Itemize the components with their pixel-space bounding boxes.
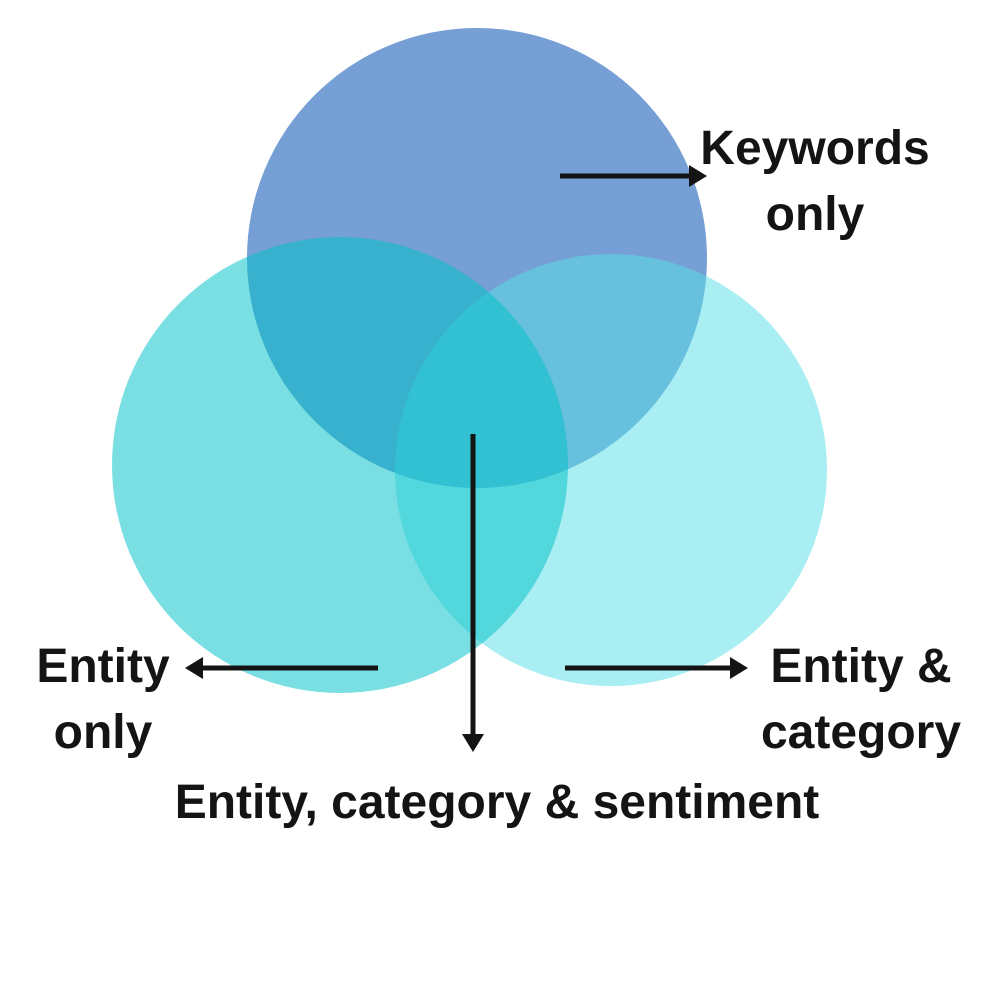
center-arrow [462,434,484,752]
entity-only-arrow [185,657,378,679]
keywords-only-label: Keywords only [640,116,990,248]
keywords-only-label-line1: Keywords [700,122,930,175]
entity-only-label-line1: Entity [36,640,170,693]
center-intersection-label: Entity, category & sentiment [174,776,820,829]
entity-circle [112,237,568,693]
entity-category-label-line2: category [760,706,962,759]
keywords-arrow-head [689,165,707,187]
entity-category-arrow [565,657,748,679]
entity-category-arrow-head [730,657,748,679]
entity-only-arrow-head [185,657,203,679]
entity-category-label-line1: Entity & [770,640,952,693]
entity-only-label-line2: only [53,706,153,759]
entity-category-label: Entity & category [736,634,986,766]
keywords-arrow [560,165,707,187]
center-arrow-head [462,734,484,752]
keywords-only-label-line2: only [765,188,865,241]
entity-only-label: Entity only [0,634,226,766]
